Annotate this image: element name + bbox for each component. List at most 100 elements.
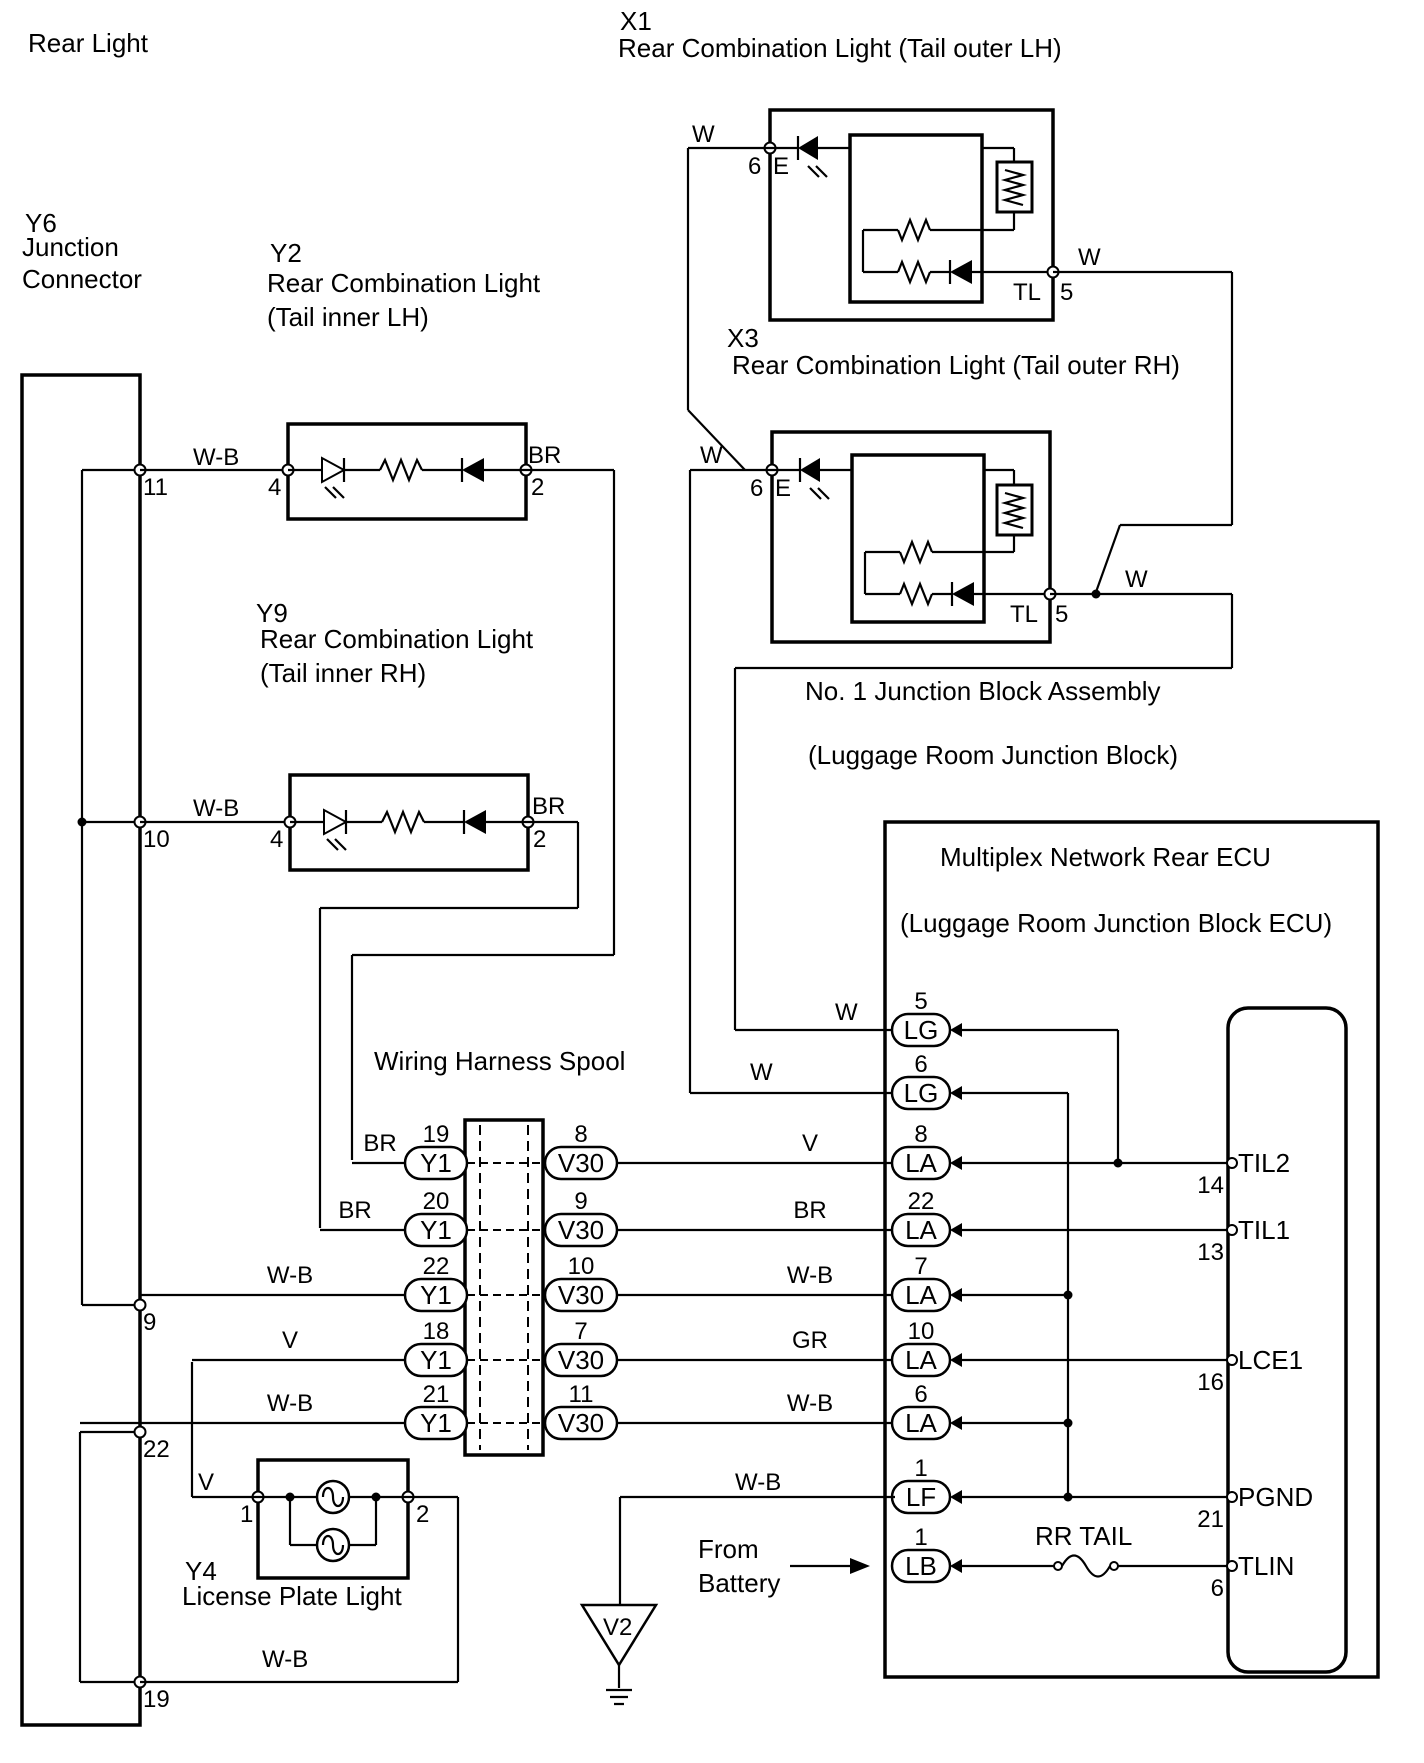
ecu-connector-label: LA [905, 1345, 937, 1375]
arrow-icon [950, 1223, 962, 1237]
junction-block-subname: (Luggage Room Junction Block) [808, 740, 1178, 770]
ecu-connector-label: LG [904, 1015, 939, 1045]
resistor-icon [896, 259, 932, 285]
y2-rear-combination-light: Y2 Rear Combination Light (Tail inner LH… [140, 238, 616, 1160]
ecu-connector: LB1 [890, 1524, 962, 1584]
y2-name-1: Rear Combination Light [267, 268, 541, 298]
v30-label: V30 [558, 1280, 604, 1310]
svg-text:W: W [750, 1059, 773, 1086]
v30-label: V30 [558, 1345, 604, 1375]
arrow-icon [950, 1156, 962, 1170]
wire-label-right: W-B [787, 1390, 833, 1417]
svg-text:W-B: W-B [735, 1469, 781, 1496]
diode-icon [464, 810, 486, 834]
ecu-terminal-pin: 16 [1197, 1369, 1224, 1396]
resistor-icon [898, 581, 934, 607]
wire-label-left: BR [363, 1130, 396, 1157]
v30-label: V30 [558, 1148, 604, 1178]
wire-label-right: W-B [787, 1262, 833, 1289]
spool-name: Wiring Harness Spool [374, 1046, 625, 1076]
ecu-connector: LA8 [890, 1121, 962, 1181]
svg-text:W: W [1078, 244, 1101, 271]
ecu-connector-pin: 1 [914, 1455, 927, 1482]
ecu-connector-label: LG [904, 1078, 939, 1108]
wire-label-br: BR [528, 442, 561, 469]
y1-pin: 18 [423, 1318, 450, 1345]
ecu-terminal-pin: 6 [1211, 1575, 1224, 1602]
arrow-icon [950, 1086, 962, 1100]
svg-text:BR: BR [532, 793, 565, 820]
y2-name-2: (Tail inner LH) [267, 302, 429, 332]
svg-text:W: W [835, 999, 858, 1026]
ecu-terminal: LCE1 16 [1197, 1345, 1303, 1396]
ecu-terminal-name: TIL1 [1238, 1215, 1290, 1245]
ground-code: V2 [603, 1614, 632, 1641]
ecu-terminal-name: TLIN [1238, 1551, 1294, 1581]
wire-label-wb: W-B [193, 444, 239, 471]
led-icon [798, 136, 818, 160]
svg-text:E: E [773, 153, 789, 180]
svg-text:6: 6 [750, 475, 763, 502]
y1-label: Y1 [420, 1148, 452, 1178]
x3-rear-combination-light: X3 Rear Combination Light (Tail outer RH… [688, 323, 1234, 1095]
v30-pin: 8 [574, 1121, 587, 1148]
x1-code: X1 [620, 6, 652, 36]
resistor-icon [896, 217, 932, 243]
ecu-terminal-name: LCE1 [1238, 1345, 1303, 1375]
ground-v2: W-B V2 [579, 1469, 895, 1706]
svg-text:2: 2 [533, 826, 546, 853]
y9-name-1: Rear Combination Light [260, 624, 534, 654]
junction-block-name: No. 1 Junction Block Assembly [805, 676, 1161, 706]
arrow-icon [950, 1288, 962, 1302]
y4-code: Y4 [185, 1556, 217, 1586]
ecu-connector-pin: 8 [914, 1121, 927, 1148]
x3-code: X3 [727, 323, 759, 353]
svg-text:5: 5 [1060, 279, 1073, 306]
svg-text:V: V [198, 1469, 214, 1496]
ecu-name: Multiplex Network Rear ECU [940, 842, 1271, 872]
svg-text:5: 5 [1055, 601, 1068, 628]
battery-line-1: From [698, 1534, 759, 1564]
svg-text:W: W [692, 121, 715, 148]
y2-code: Y2 [270, 238, 302, 268]
fuse-icon [1061, 1554, 1111, 1578]
ecu-terminal: TLIN 6 [1211, 1551, 1295, 1602]
ecu-connector: LA6 [890, 1381, 962, 1441]
v30-pin: 7 [574, 1318, 587, 1345]
y1-label: Y1 [420, 1280, 452, 1310]
svg-text:4: 4 [270, 826, 283, 853]
ecu-connector-label: LA [905, 1408, 937, 1438]
ecu-connector-pin: 1 [914, 1524, 927, 1551]
svg-text:1: 1 [240, 1501, 253, 1528]
y6-name-1: Junction [22, 232, 119, 262]
ecu-connector-pin: 6 [914, 1051, 927, 1078]
svg-text:W-B: W-B [193, 795, 239, 822]
wire-label-right: GR [792, 1327, 828, 1354]
arrow-icon [950, 1559, 962, 1573]
v30-pin: 9 [574, 1188, 587, 1215]
svg-text:2: 2 [531, 474, 544, 501]
v30-label: V30 [558, 1408, 604, 1438]
y6-junction-connector: Y6 Junction Connector 11 10 9 22 19 [20, 208, 170, 1727]
diode-icon [952, 582, 974, 606]
ecu-connector-pin: 22 [908, 1188, 935, 1215]
arrow-icon [950, 1353, 962, 1367]
wire-label-right: V [802, 1130, 818, 1157]
y9-code: Y9 [256, 598, 288, 628]
y1-pin: 20 [423, 1188, 450, 1215]
y1-label: Y1 [420, 1215, 452, 1245]
svg-text:6: 6 [748, 153, 761, 180]
wire-label-left: V [282, 1327, 298, 1354]
v30-label: V30 [558, 1215, 604, 1245]
svg-text:E: E [775, 475, 791, 502]
